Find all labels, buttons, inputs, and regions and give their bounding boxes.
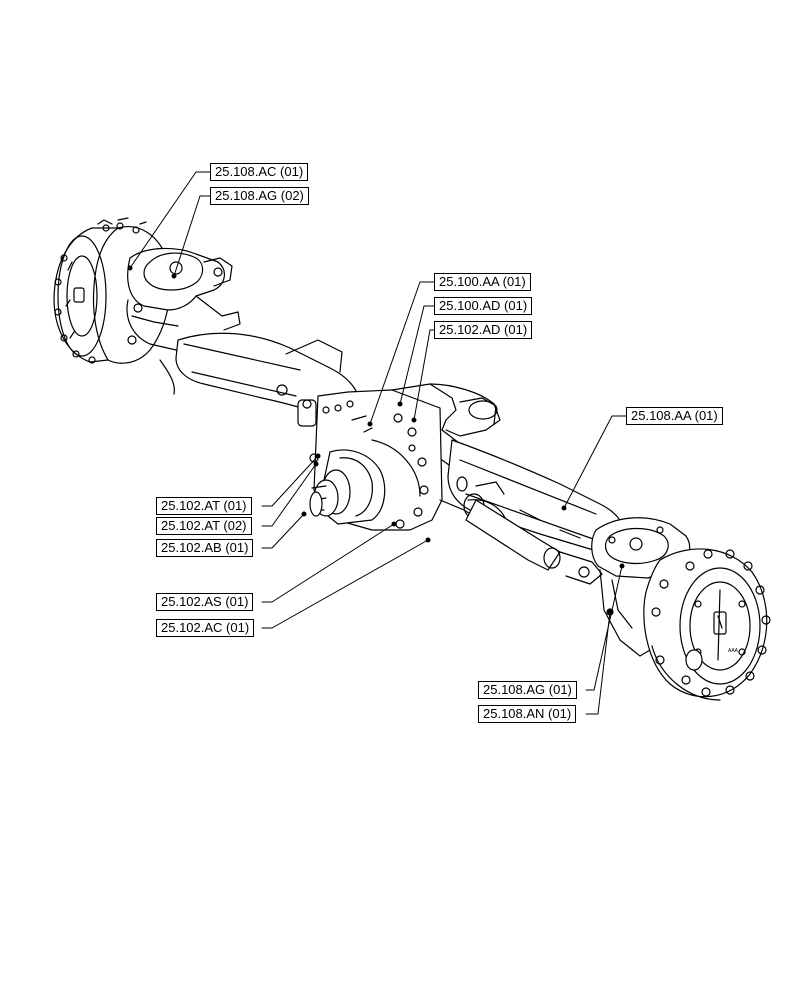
left-wheel-hub	[53, 217, 171, 364]
callout-25-102-at-01[interactable]: 25.102.AT (01)	[156, 497, 252, 515]
leader-lines	[127, 171, 627, 715]
callout-25-108-ag-01[interactable]: 25.108.AG (01)	[478, 681, 577, 699]
callout-25-108-ac-01[interactable]: 25.108.AC (01)	[210, 163, 309, 181]
callout-25-102-ac-01[interactable]: 25.102.AC (01)	[156, 619, 255, 637]
callout-25-100-aa-01[interactable]: 25.100.AA (01)	[434, 273, 531, 291]
hub-marking: AAA	[728, 648, 739, 654]
callout-25-102-at-02[interactable]: 25.102.AT (02)	[156, 517, 252, 535]
right-wheel-hub	[643, 548, 771, 701]
callout-25-108-aa-01[interactable]: 25.108.AA (01)	[626, 407, 723, 425]
differential-housing	[297, 383, 521, 531]
callout-25-100-ad-01[interactable]: 25.100.AD (01)	[434, 297, 533, 315]
callout-25-102-as-01[interactable]: 25.102.AS (01)	[156, 593, 254, 611]
callout-25-108-ag-02[interactable]: 25.108.AG (02)	[210, 187, 309, 205]
callout-25-102-ab-01[interactable]: 25.102.AB (01)	[156, 539, 254, 557]
callout-25-102-ad-01[interactable]: 25.102.AD (01)	[434, 321, 533, 339]
left-steering-knuckle	[126, 247, 241, 351]
callout-25-108-an-01[interactable]: 25.108.AN (01)	[478, 705, 577, 723]
